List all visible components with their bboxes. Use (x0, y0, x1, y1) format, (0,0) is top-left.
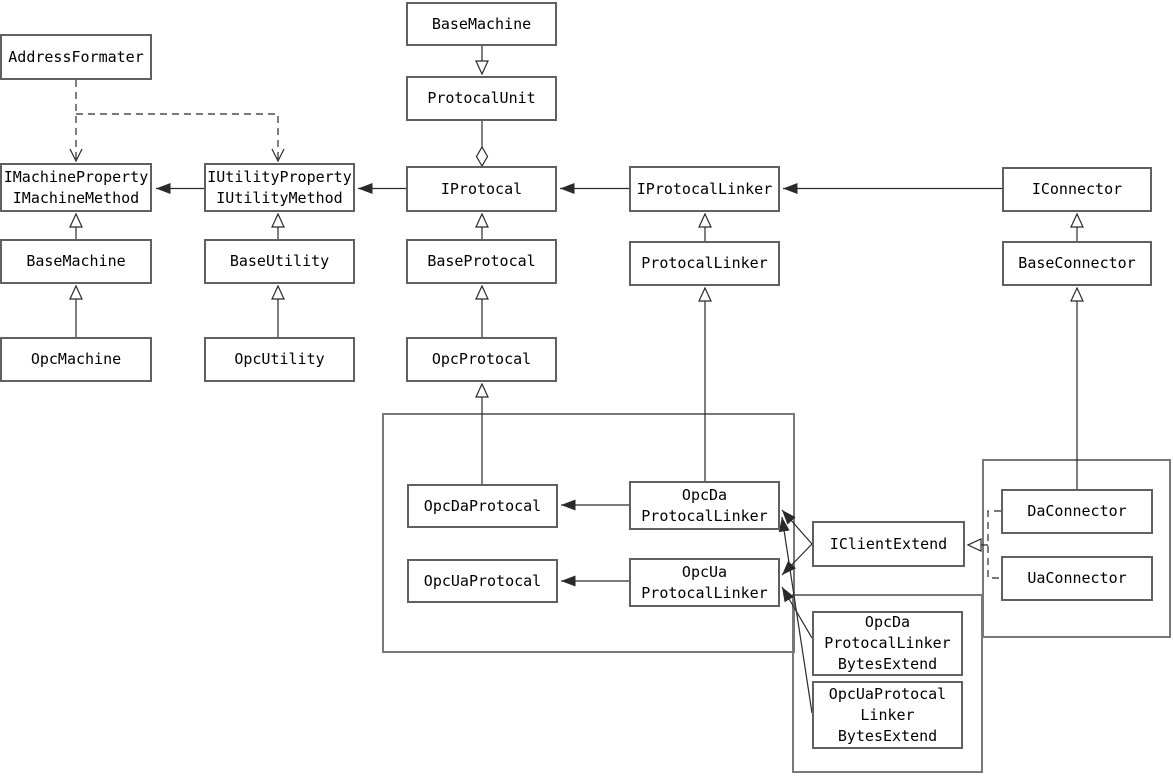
class-box-base-machine: BaseMachine (0, 239, 152, 284)
class-box-ua-connector: UaConnector (1001, 556, 1153, 601)
class-box-opc-da-protocal: OpcDaProtocal (407, 484, 558, 528)
class-box-base-utility: BaseUtility (204, 239, 355, 284)
class-box-da-connector: DaConnector (1001, 489, 1153, 534)
class-box-opc-ua-protocal-linker: OpcUa ProtocalLinker (629, 558, 780, 607)
class-box-base-connector: BaseConnector (1002, 241, 1152, 286)
edge-iclientextend-to-opcdalinker (781, 509, 813, 545)
class-box-iprotocal: IProtocal (406, 166, 557, 212)
class-box-opc-da-protocal-linker-bytes-extend: OpcDa ProtocalLinker BytesExtend (812, 611, 963, 676)
aggregation-diamond (475, 145, 489, 168)
edge-opcuabytesextend-to-opcdalinker (778, 516, 813, 714)
class-box-iutility-property-method: IUtilityProperty IUtilityMethod (204, 163, 355, 212)
class-box-address-formater: AddressFormater (0, 34, 152, 80)
aggregation-link (475, 121, 489, 168)
edge-addressformater-to-iutility (76, 113, 278, 161)
group-bytes-extend-container (792, 594, 983, 773)
group-opc-protocal-linker-container (382, 413, 795, 653)
edge-iclientextend-to-opcualinker (781, 543, 813, 576)
class-box-opc-ua-protocal: OpcUaProtocal (407, 559, 558, 603)
class-box-protocal-linker: ProtocalLinker (629, 241, 780, 286)
class-box-imachine-property-method: IMachineProperty IMachineMethod (0, 163, 152, 212)
dependency-dashed-arrows (76, 80, 1001, 579)
class-box-opc-utility: OpcUtility (204, 337, 355, 382)
generalization-arrows (76, 46, 1077, 489)
class-box-opc-machine: OpcMachine (0, 337, 152, 382)
class-box-base-protocal: BaseProtocal (406, 239, 557, 284)
edge-connectors-dashed-bracket (987, 510, 1001, 579)
class-box-base-machine-top: BaseMachine (406, 2, 557, 46)
class-box-protocal-unit: ProtocalUnit (406, 76, 557, 121)
class-box-iconnector: IConnector (1002, 167, 1152, 212)
association-arrows (156, 183, 1002, 714)
class-box-opc-ua-protocal-linker-bytes-extend: OpcUaProtocal Linker BytesExtend (812, 681, 963, 749)
class-box-opc-da-protocal-linker: OpcDa ProtocalLinker (629, 481, 780, 530)
class-box-iclient-extend: IClientExtend (812, 521, 965, 567)
class-box-opc-protocal: OpcProtocal (406, 337, 557, 382)
class-box-iprotocal-linker: IProtocalLinker (629, 166, 780, 212)
